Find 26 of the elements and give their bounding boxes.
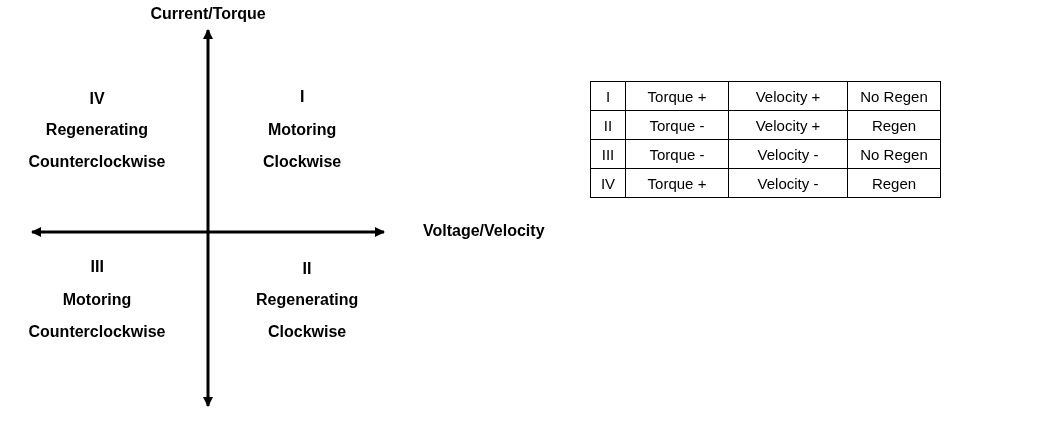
axis-title: Current/Torque bbox=[150, 5, 266, 23]
quadrant-description: Motoring Clockwise bbox=[263, 120, 342, 172]
quadrant-number: IV bbox=[89, 90, 105, 108]
quadrant-number: III bbox=[90, 258, 104, 276]
table-cell: Torque - bbox=[625, 139, 729, 169]
table-cell: IV bbox=[590, 168, 626, 198]
table-cell: II bbox=[590, 110, 626, 140]
table-cell: Regen bbox=[847, 168, 941, 198]
table-cell: Velocity + bbox=[728, 81, 848, 111]
table-cell: Velocity + bbox=[728, 110, 848, 140]
quadrant-number: II bbox=[302, 260, 312, 278]
table-cell: Torque + bbox=[625, 81, 729, 111]
axis-title: Voltage/Velocity bbox=[423, 222, 545, 240]
table-cell: III bbox=[590, 139, 626, 169]
table-cell: Torque - bbox=[625, 110, 729, 140]
table-cell: Velocity - bbox=[728, 139, 848, 169]
table-cell: Velocity - bbox=[728, 168, 848, 198]
table-cell: Torque + bbox=[625, 168, 729, 198]
quadrant-description: Regenerating Clockwise bbox=[256, 290, 359, 342]
table-cell: Regen bbox=[847, 110, 941, 140]
table-cell: I bbox=[590, 81, 626, 111]
quadrant-description: Regenerating Counterclockwise bbox=[28, 120, 166, 172]
quadrant-number: I bbox=[300, 88, 305, 106]
table-cell: No Regen bbox=[847, 81, 941, 111]
quadrant-description: Motoring Counterclockwise bbox=[28, 290, 166, 342]
table-cell: No Regen bbox=[847, 139, 941, 169]
